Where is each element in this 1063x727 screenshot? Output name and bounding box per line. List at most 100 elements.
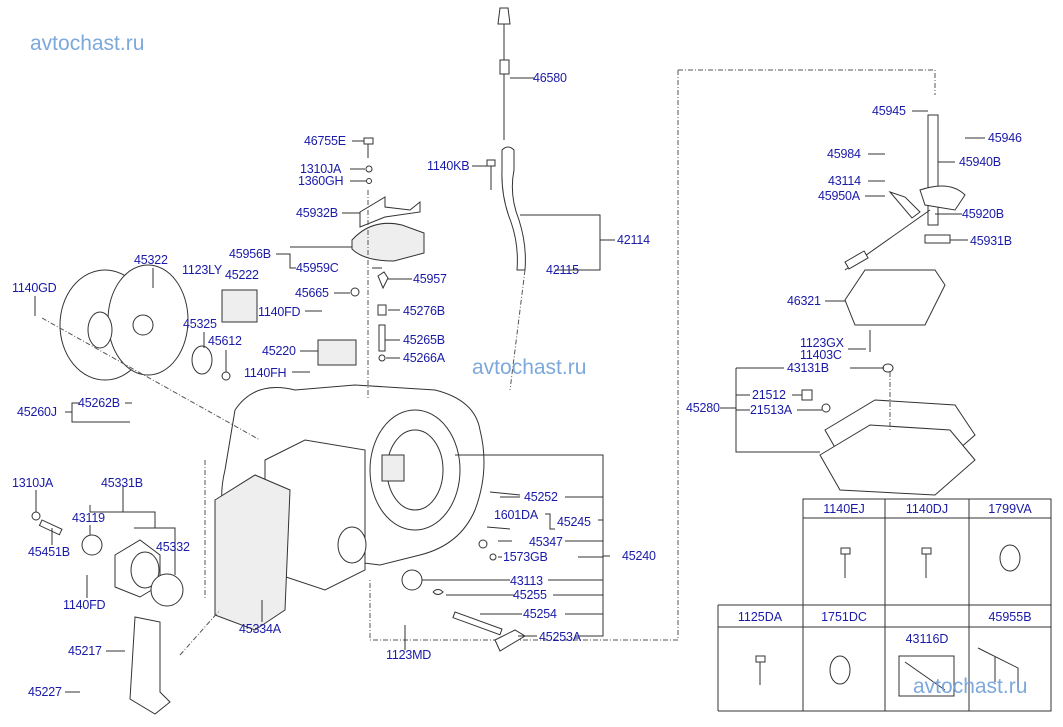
label-45253a[interactable]: 45253A [539,630,581,644]
label-45254[interactable]: 45254 [523,607,557,621]
label-1140fh[interactable]: 1140FH [244,366,287,380]
label-45931b[interactable]: 45931B [970,234,1012,248]
dipstick-part [497,7,511,140]
label-45262b[interactable]: 45262B [78,396,120,410]
o-ring-part [221,371,231,381]
label-45920b[interactable]: 45920B [962,207,1004,221]
label-46580[interactable]: 46580 [533,71,567,85]
label-45265b[interactable]: 45265B [403,333,445,347]
label-1360gh[interactable]: 1360GH [298,174,344,188]
label-45227[interactable]: 45227 [28,685,62,699]
plug-part [882,363,894,373]
detent-part [377,271,389,290]
label-45334a[interactable]: 45334A [239,622,281,636]
label-45946[interactable]: 45946 [988,131,1022,145]
label-45932b[interactable]: 45932B [296,206,338,220]
label-43131b[interactable]: 43131B [787,361,829,375]
label-43114[interactable]: 43114 [828,174,861,188]
label-46755e[interactable]: 46755E [304,134,346,148]
rear-cover-gasket-part [59,264,189,381]
label-1573gb[interactable]: 1573GB [503,550,548,564]
table-cell-1140ej[interactable]: 1140EJ [823,502,865,516]
label-1140fd-bottom[interactable]: 1140FD [63,598,106,612]
cover-part [221,289,258,323]
label-45940b[interactable]: 45940B [959,155,1001,169]
table-cell-43116d[interactable]: 43116D [905,632,949,646]
label-1123gx[interactable]: 1123GX [800,336,844,350]
label-45959c[interactable]: 45959C [296,261,339,275]
label-45222[interactable]: 45222 [225,268,259,282]
label-1140kb[interactable]: 1140KB [427,159,470,173]
label-43119[interactable]: 43119 [72,511,105,525]
gasket-part [821,403,831,413]
oil-seal-part [81,534,103,556]
label-45252[interactable]: 45252 [524,490,558,504]
label-42115[interactable]: 42115 [546,263,579,277]
table-cell-1799va[interactable]: 1799VA [988,502,1032,516]
oil-pan-part [819,399,976,496]
label-45331b[interactable]: 45331B [101,476,143,490]
label-46321[interactable]: 46321 [787,294,821,308]
label-43113[interactable]: 43113 [510,574,543,588]
label-45984[interactable]: 45984 [827,147,861,161]
label-21512[interactable]: 21512 [752,388,786,402]
rod-spring-part [844,250,869,270]
side-cover-part [214,474,291,631]
table-cell-1751dc[interactable]: 1751DC [821,610,867,624]
label-45276b[interactable]: 45276B [403,304,445,318]
table-cell-1140dj[interactable]: 1140DJ [905,502,949,516]
label-45945[interactable]: 45945 [872,104,906,118]
bolt-part [486,526,511,530]
watermark-top-left: avtochast.ru [30,32,145,55]
label-45266a[interactable]: 45266A [403,351,445,365]
pin-part [489,491,521,496]
manual-shaft-part [919,114,966,226]
manual-lever-part [359,196,421,228]
washer-part [366,178,372,184]
label-45220[interactable]: 45220 [262,344,296,358]
label-1123ly[interactable]: 1123LY [182,263,223,277]
frame-line [369,70,679,641]
label-45260j[interactable]: 45260J [17,405,57,419]
table-cell-45955b[interactable]: 45955B [988,610,1032,624]
label-45347[interactable]: 45347 [529,535,563,549]
label-45322[interactable]: 45322 [134,253,168,267]
label-1140gd[interactable]: 1140GD [12,281,57,295]
label-45240[interactable]: 45240 [622,549,656,563]
label-45245[interactable]: 45245 [557,515,591,529]
label-1123md[interactable]: 1123MD [386,648,432,662]
frame-line [678,69,936,95]
oil-seal-part [191,345,213,375]
shaft-part [452,611,503,636]
spring-part [432,589,444,595]
label-45280[interactable]: 45280 [686,401,720,415]
label-45950a[interactable]: 45950A [818,189,860,203]
label-42114[interactable]: 42114 [617,233,650,247]
label-45325[interactable]: 45325 [183,317,217,331]
parts-table-grid [717,498,1052,712]
label-1601da[interactable]: 1601DA [494,508,538,522]
label-21513a[interactable]: 21513A [750,403,792,417]
label-45217[interactable]: 45217 [68,644,102,658]
plug-part [377,304,387,316]
bolt-part [486,159,496,190]
label-45957[interactable]: 45957 [413,272,447,286]
oil-seal-part [401,569,423,591]
table-cell-1125da[interactable]: 1125DA [737,610,783,624]
label-11403c[interactable]: 11403C [800,348,842,362]
label-1140fd-top[interactable]: 1140FD [258,305,301,319]
label-1310ja-left[interactable]: 1310JA [12,476,54,490]
label-45451b[interactable]: 45451B [28,545,70,559]
label-1310ja-top[interactable]: 1310JA [300,162,342,176]
label-45665[interactable]: 45665 [295,286,329,300]
pipe-part [378,324,386,352]
label-45255[interactable]: 45255 [513,588,547,602]
o-ring-part [378,354,386,362]
guide-lines [41,190,891,656]
label-45956b[interactable]: 45956B [229,247,271,261]
label-45612[interactable]: 45612 [208,334,242,348]
filler-tube-part [501,146,526,271]
label-45332[interactable]: 45332 [156,540,190,554]
